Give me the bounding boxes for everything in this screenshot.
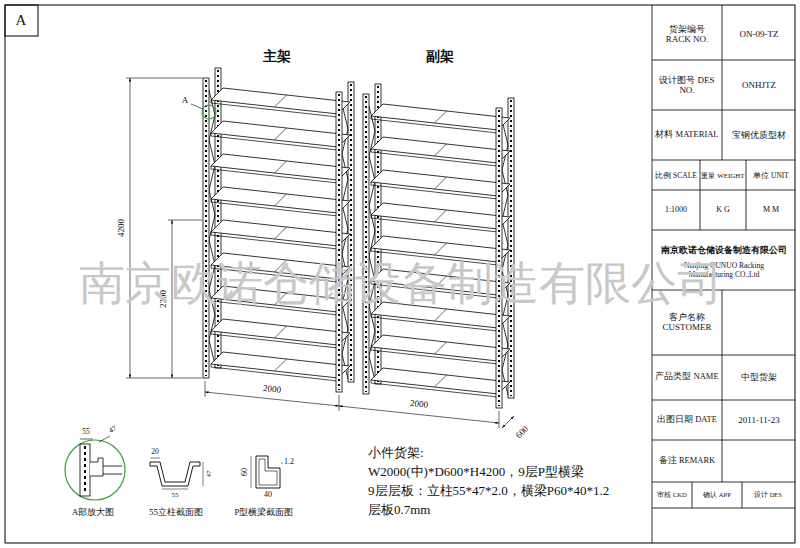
table-cell: 中型货架 [741,372,777,382]
table-cell: 宝钢优质型材 [732,130,786,140]
dimension-label: 47 [108,424,119,435]
drawing-line [80,439,93,440]
drawing-line [652,60,795,61]
drawing-line [203,462,204,486]
beam-section [251,456,283,488]
drawing-line [126,78,202,79]
drawing-line [652,110,795,111]
detail-caption: P型横梁截面图 [234,507,293,517]
drawing-path [259,459,277,485]
table-cell: 确认 APP [703,491,731,498]
drawing-line [130,78,131,378]
callout-letter: A [182,95,189,105]
table-cell: 材料 MATERIAL [655,130,718,140]
drawing-circle [65,440,125,500]
drawing-line [746,160,747,230]
table-cell: 客户名称 CUSTOMER [656,312,718,333]
drawing-use [203,68,354,392]
drawing-line [652,355,795,356]
drawing-line [126,378,202,379]
callout-circle [202,105,216,119]
drawing-line [652,508,795,509]
table-cell: 比例 SCALE [655,172,697,181]
drawing-line [652,482,795,483]
drawing-line [652,160,795,161]
drawing-line [652,440,795,441]
dimension-label: 4200 [116,219,126,237]
sheet-border [5,5,795,543]
detail-caption: 55立柱截面图 [149,507,203,517]
dimension-lines [126,78,514,428]
dimension-label: 40 [264,490,272,499]
dimension-label: 47 [205,471,213,478]
spec-note: 层板0.7mm [368,503,430,518]
secondary-rack [363,84,514,408]
upright-section [150,458,203,489]
drawing-path [103,466,122,474]
drawing-line [339,395,340,411]
drawing-line [652,400,795,401]
table-cell: 审核 CKD [657,491,686,498]
table-cell: 出图日期 DATE [657,415,717,425]
table-cell: ONHJTZ [742,80,776,90]
drawing-line [162,489,188,490]
drawing-line [722,5,723,160]
spec-note: 小件货架: [368,446,424,461]
detail-a-enlargement [65,436,125,500]
drawing-line [499,411,500,428]
drawing-use [363,84,514,408]
drawing-line [281,463,283,464]
table-cell: 2011-11-23 [738,415,779,425]
table-cell: 设计图号 DES NO. [656,75,718,96]
table-cell: 货架编号 RACK NO. [656,24,718,45]
table-cell: 单位 UNIT [753,172,789,181]
drawing-line [251,456,252,488]
drawing-line [722,290,723,482]
dimension-label: 55 [82,428,90,437]
drawing-line [99,436,110,442]
dimension-label: 60 [240,468,249,476]
dimension-label: 600 [514,424,531,441]
watermark: 南京欧诺仓储设备制造有限公司 [79,258,723,311]
table-cell: M M [763,205,779,214]
spec-note: W2000(中)*D600*H4200，9层P型横梁 [368,465,584,480]
drawing-line [150,458,160,459]
drawing-line [205,381,206,397]
table-cell: K G [716,205,730,214]
dimension-label: 55 [172,491,179,499]
table-cell: 1:1000 [665,205,687,214]
dimension-label: 2000 [263,383,282,395]
company-name: 南京欧诺仓储设备制造有限公司 [661,245,787,255]
view-title: 主架 [263,49,291,65]
drawing-path [90,458,103,476]
table-cell: 设计 DES [754,491,782,498]
drawing-path [150,462,200,486]
zone-letter: A [16,12,27,29]
detail-caption: A部放大图 [72,507,115,517]
table-cell: 备注 REMARK [659,456,716,466]
dimension-label: 2000 [410,398,429,410]
spec-note: 9层层板：立柱55*47*2.0，横梁P60*40*1.2 [368,484,609,499]
drawing-line [84,446,86,494]
sheet-zone-box [5,5,38,36]
drawing-line [652,190,795,191]
table-cell: 产品类型 NAME [655,372,718,382]
drawing-line [700,160,701,230]
drawing-line [742,482,743,508]
drawing-line [168,220,202,221]
drawing-rect [80,444,90,496]
drawing-line [502,416,514,428]
view-title: 副架 [426,49,454,65]
drawing-line [652,230,795,231]
table-cell: 重量 WEIGHT [701,172,744,180]
main-rack [203,68,354,392]
leader-line [191,104,203,109]
drawing-path [256,456,280,488]
drawing-line [692,482,693,508]
dimension-label: 20 [151,448,159,457]
dimension-label: 1.2 [284,457,294,466]
table-cell: ON-09-TZ [740,29,779,39]
